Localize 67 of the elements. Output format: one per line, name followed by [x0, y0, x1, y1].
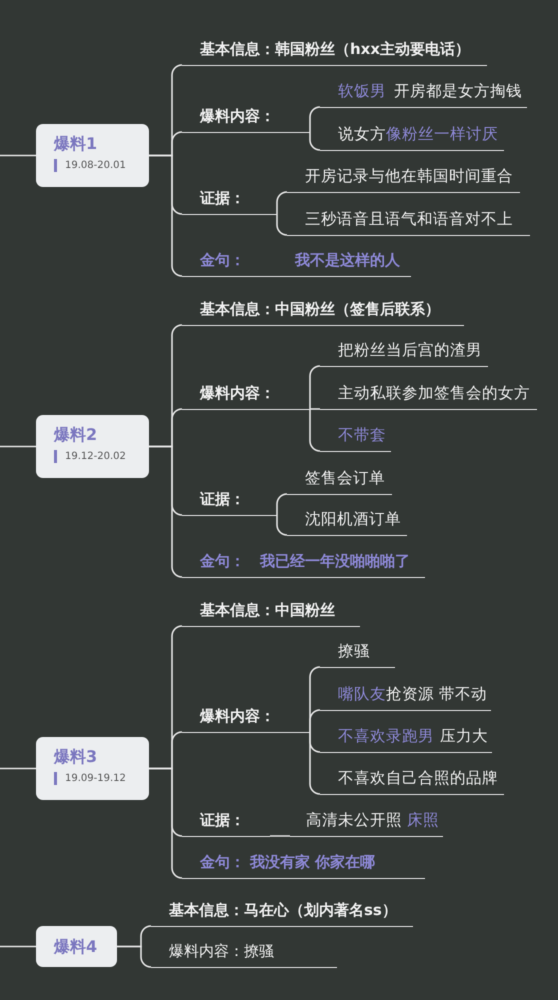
branch-line	[117, 946, 152, 968]
topic-text: 基本信息：中国粉丝	[200, 600, 335, 620]
topic-text: 证据：	[200, 188, 245, 208]
branch-line	[310, 408, 320, 410]
branch-line	[276, 493, 288, 515]
connector-line	[0, 154, 36, 156]
topic-text: 撩骚	[338, 640, 370, 661]
branch-line	[309, 732, 320, 795]
highlighted-text: 金句：	[200, 852, 245, 872]
highlighted-text: 金句：	[200, 250, 245, 270]
topic-text: 基本信息：马在心（划内著名ss）	[169, 900, 397, 920]
topic-card	[36, 737, 149, 800]
topic-text: 爆料内容：	[200, 382, 275, 403]
date-range: 19.08-20.01	[65, 159, 126, 172]
highlighted-text: 像粉丝一样讨厌	[386, 124, 498, 144]
topic-text: 沈阳机酒订单	[305, 508, 401, 529]
connector-line	[0, 768, 36, 770]
branch-line	[309, 365, 320, 409]
topic-text: 爆料内容：	[200, 106, 275, 126]
highlighted-text: 不带套	[338, 424, 386, 445]
topic-text: 抢资源 带不动	[386, 684, 487, 704]
topic-title: 爆料4	[54, 936, 98, 956]
topic-text: 爆料内容：	[200, 706, 275, 726]
highlighted-text: 我没有家 你家在哪	[250, 852, 376, 872]
topic-text: 基本信息：中国粉丝（签售后联系）	[200, 298, 440, 319]
connector-line	[0, 946, 36, 948]
highlighted-text: 床照	[407, 810, 439, 830]
topic-text: 开房记录与他在韩国时间重合	[305, 166, 513, 186]
topic-text: 证据：	[200, 488, 245, 509]
connector-line	[0, 446, 36, 448]
topic-text: 签售会订单	[305, 468, 385, 488]
highlighted-text: 我不是这样的人	[295, 250, 400, 270]
date-range: 19.09-19.12	[65, 772, 126, 785]
topic-title: 爆料1	[54, 134, 98, 154]
topic-text: 爆料内容：撩骚	[169, 940, 274, 961]
highlighted-text: 我已经一年没啪啪啪了	[260, 550, 410, 571]
topic-text: 开房都是女方掏钱	[394, 80, 522, 101]
topic-text: 不喜欢自己合照的品牌	[338, 768, 498, 788]
topic-text: 证据：	[200, 810, 245, 830]
branch-line	[149, 446, 182, 578]
topic-text: 把粉丝当后宫的渣男	[338, 340, 482, 360]
topic-card	[36, 926, 117, 967]
highlighted-text: 不喜欢录跑男	[338, 726, 434, 746]
topic-card	[36, 124, 149, 187]
branch-line	[309, 709, 320, 732]
branch-line	[270, 835, 290, 837]
branch-line	[149, 768, 182, 879]
highlighted-text: 软饭男	[338, 80, 386, 101]
topic-card	[36, 415, 149, 478]
topic-title: 爆料3	[54, 747, 98, 767]
topic-text: 高清未公开照	[306, 810, 402, 830]
topic-text: 三秒语音且语气和语音对不上	[305, 208, 513, 229]
topic-text: 压力大	[440, 726, 488, 746]
branch-line	[309, 409, 320, 452]
branch-line	[276, 191, 288, 214]
branch-line	[309, 106, 320, 132]
topic-text: 主动私联参加签售会的女方	[338, 382, 530, 403]
topic-text: 说女方	[338, 124, 386, 144]
highlighted-text: 金句：	[200, 550, 245, 571]
branch-line	[276, 214, 288, 236]
topic-text: 基本信息：韩国粉丝（hxx主动要电话）	[200, 38, 470, 59]
branch-line	[276, 515, 288, 536]
highlighted-text: 嘴队友	[338, 684, 386, 704]
branch-line	[149, 154, 182, 277]
branch-line	[309, 132, 320, 151]
date-range: 19.12-20.02	[65, 450, 126, 463]
topic-title: 爆料2	[54, 425, 98, 445]
